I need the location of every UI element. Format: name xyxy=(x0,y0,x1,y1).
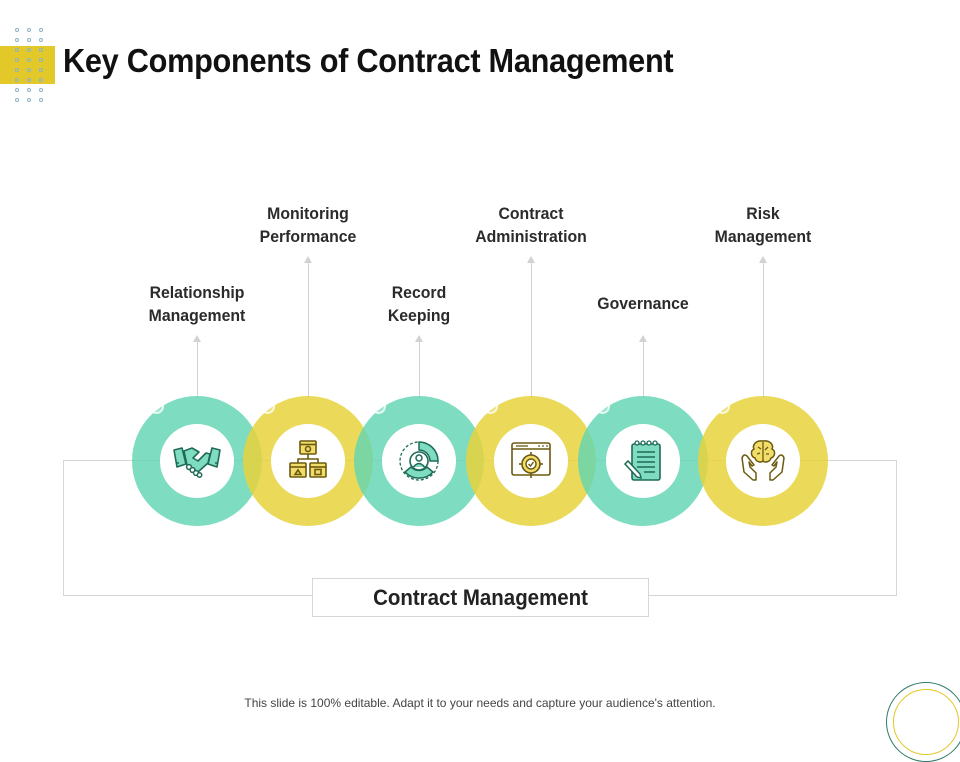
connector-line xyxy=(308,263,309,398)
label-line: Contract xyxy=(498,204,564,223)
label-line: Performance xyxy=(259,227,357,246)
ring-knob xyxy=(483,399,498,414)
label-line: Management xyxy=(148,306,246,325)
arrow-up-icon xyxy=(759,256,767,263)
component-label-risk-management: Risk Management xyxy=(715,202,812,248)
ring-knob xyxy=(371,399,386,414)
center-label: Contract Management xyxy=(373,584,588,610)
ring-knob xyxy=(715,399,730,414)
connector-line xyxy=(643,342,644,398)
page-title: Key Components of Contract Management xyxy=(63,42,674,79)
component-label-relationship-management: Relationship Management xyxy=(149,281,246,327)
arrow-up-icon xyxy=(527,256,535,263)
component-label-contract-administration: Contract Administration xyxy=(475,202,587,248)
ring-knob xyxy=(260,399,275,414)
target-browser-icon xyxy=(511,442,551,478)
label-line: Keeping xyxy=(387,306,451,325)
label-line: Governance xyxy=(597,294,689,313)
corner-circle-decoration-inner xyxy=(893,689,959,755)
dot-grid-decoration xyxy=(15,28,45,102)
connector-line xyxy=(197,342,198,398)
hierarchy-icon xyxy=(289,440,327,478)
ring-knob xyxy=(595,399,610,414)
handshake-icon xyxy=(173,447,221,478)
user-chart-icon xyxy=(399,441,439,481)
footer-note: This slide is 100% editable. Adapt it to… xyxy=(244,696,716,710)
center-label-box: Contract Management xyxy=(312,578,649,617)
label-line: Risk xyxy=(746,204,780,223)
component-label-governance: Governance xyxy=(597,292,688,315)
label-line: Monitoring xyxy=(267,204,349,223)
label-line: Record xyxy=(391,283,447,302)
label-line: Administration xyxy=(475,227,587,246)
component-label-monitoring-performance: Monitoring Performance xyxy=(260,202,357,248)
connector-line xyxy=(763,263,764,398)
connector-line xyxy=(531,263,532,398)
accent-block xyxy=(0,46,55,84)
arrow-up-icon xyxy=(304,256,312,263)
connector-line xyxy=(419,342,420,398)
arrow-up-icon xyxy=(639,335,647,342)
label-line: Relationship xyxy=(149,283,245,302)
arrow-up-icon xyxy=(415,335,423,342)
icon-backdrop xyxy=(271,424,345,498)
notepad-icon xyxy=(623,440,661,481)
label-line: Management xyxy=(714,227,812,246)
arrow-up-icon xyxy=(193,335,201,342)
ring-knob xyxy=(149,399,164,414)
component-label-record-keeping: Record Keeping xyxy=(388,281,450,327)
brain-hands-icon xyxy=(741,440,785,481)
